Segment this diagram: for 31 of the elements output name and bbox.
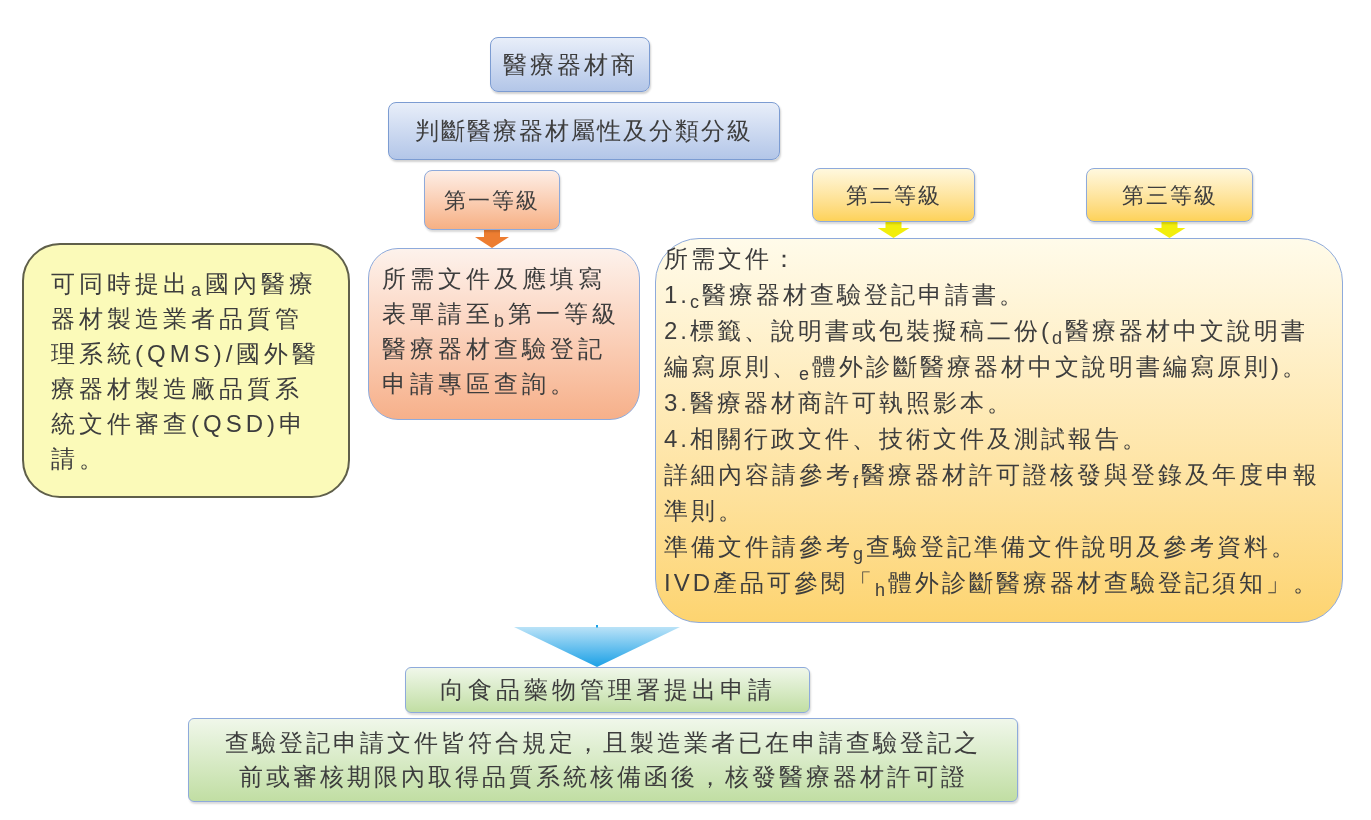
process-box [490,37,650,92]
box-label: 第一等級 [444,186,540,215]
process-box [388,102,780,160]
arrow [475,230,509,248]
list-item: 3.醫療器材商許可執照影本。 [664,388,1015,418]
box-label: 向食品藥物管理署提出申請 [439,675,776,705]
list-item: 1.$_{c}$醫療器材查驗登記申請書。 [664,280,1027,313]
note-text: 所需文件及應填寫表單請至$_{b}$第一等級醫療器材查驗登記申請專區查詢。 [382,264,621,399]
document-box [655,238,1343,623]
box-label: 第二等級 [845,181,942,210]
list-item: 準備文件請參考$_{g}$查驗登記準備文件說明及參考資料。 [664,532,1299,565]
list-item: 4.相關行政文件、技術文件及測試報告。 [664,424,1150,454]
level-box [812,168,975,222]
arrow [877,222,910,238]
level-box [1086,168,1253,222]
note-text: 可同時提出$_{a}$國內醫療器材製造業者品質管理系統(QMS)/國外醫療器材製造廠品質系統文件審查(QSD)申請。 [51,268,321,474]
document-box [368,248,640,420]
box-label: 第三等級 [1121,181,1218,210]
process-box [405,667,810,713]
level-box [424,170,560,230]
list-item: 2.標籤、說明書或包裝擬稿二份($_{d}$醫療器材中文說明書編寫原則、$_{e}$體外診斷醫療器材中文說明書編寫原則)。 [664,316,1310,385]
arrow [514,624,680,668]
list-heading: 所需文件： [664,244,800,274]
list-item: IVD產品可參閱「$_{h}$體外診斷醫療器材查驗登記須知」。 [664,568,1322,601]
box-label: 查驗登記申請文件皆符合規定，且製造業者已在申請查驗登記之前或審核期限內取得品質系統核備函後，核發醫療器材許可證 [224,728,982,792]
list-item: 詳細內容請參考$_{f}$醫療器材許可證核發與登錄及年度申報準則。 [664,460,1321,526]
note-box [22,243,350,498]
box-label: 醫療器材商 [502,49,638,80]
arrow [1153,222,1186,238]
box-label: 判斷醫療器材屬性及分類分級 [415,116,753,146]
result-box [188,718,1018,802]
